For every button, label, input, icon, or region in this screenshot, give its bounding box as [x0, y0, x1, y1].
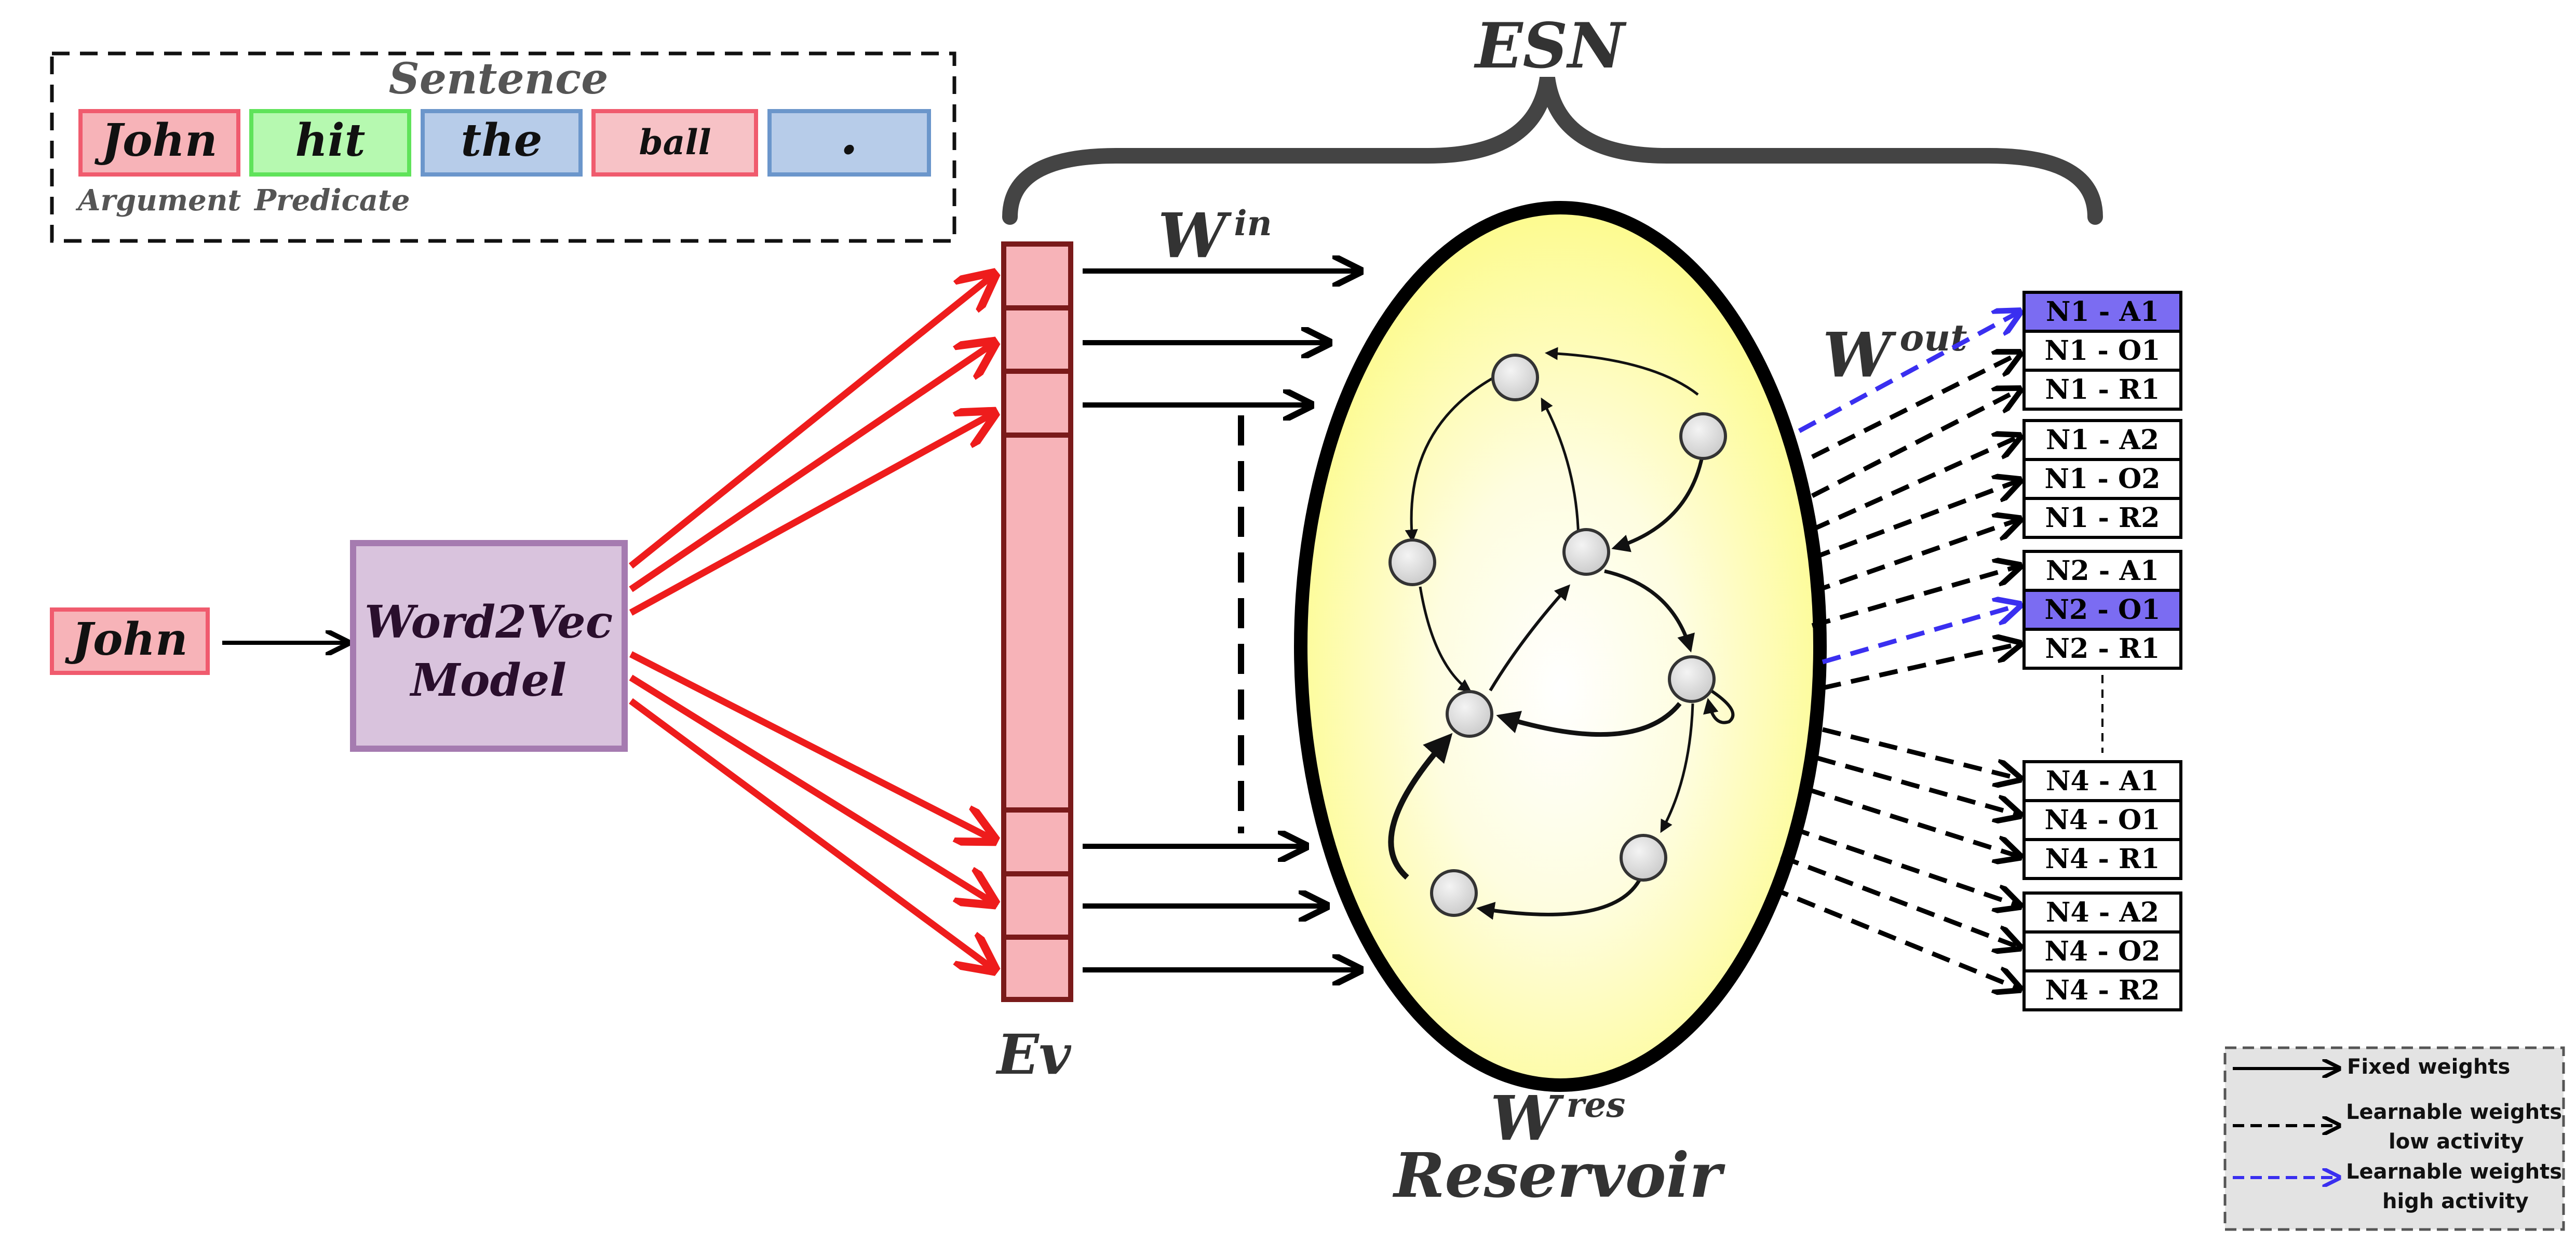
output-arrow-low [1816, 755, 2020, 815]
output-unit-label: N1 - A2 [2046, 424, 2159, 456]
word-box-john [78, 109, 240, 177]
embedding-vector [1001, 241, 1073, 1002]
word-box-ball [591, 109, 758, 177]
word-the: the [461, 114, 543, 167]
legend: Fixed weights Learnable weights low acti… [2223, 1046, 2565, 1231]
output-unit-label: N2 - A1 [2046, 555, 2159, 587]
output-arrow-low [1811, 389, 2020, 498]
word-box-the [421, 109, 583, 177]
argument-label: Argument [75, 183, 241, 218]
word-john: John [94, 114, 217, 167]
word-period: . [840, 105, 858, 166]
output-arrow-high [1798, 312, 2020, 433]
input-weight-arrows [1083, 271, 1360, 970]
output-unit [2022, 760, 2182, 802]
output-arrow-low [1770, 885, 2020, 989]
output-arrows [1770, 312, 2020, 989]
reservoir-neurons [1388, 354, 1727, 917]
legend-high-label-2: high activity [2382, 1190, 2529, 1213]
output-groups: N1 - A1 N1 - O1 N1 - R1 N1 - A2 N1 - O2 … [2022, 291, 2182, 1011]
output-unit-label: N2 - O1 [2045, 594, 2161, 626]
neuron-node [1388, 538, 1436, 586]
output-arrow-low [1822, 644, 2020, 691]
sentence-title: Sentence [389, 54, 609, 104]
output-unit-label: N1 - R1 [2045, 374, 2160, 406]
model-label-line1: Word2Vec [365, 596, 613, 648]
ev-label: Ev [995, 1022, 1072, 1087]
sentence-panel: Sentence John hit the ball . Argument Pr… [50, 51, 956, 243]
legend-fixed-label: Fixed weights [2347, 1055, 2510, 1079]
output-unit [2022, 969, 2182, 1011]
predicate-label: Predicate [253, 183, 410, 218]
output-unit-label: N1 - O1 [2045, 335, 2161, 367]
model-label-line2: Model [409, 654, 567, 707]
output-arrow-low [1811, 480, 2020, 561]
neuron-node [1491, 354, 1539, 401]
legend-low-label-2: low activity [2389, 1130, 2524, 1154]
output-unit-label: N1 - O2 [2045, 463, 2161, 495]
output-arrow-low [1780, 854, 2020, 948]
neuron-node [1668, 655, 1716, 703]
output-unit-label: N4 - A2 [2046, 897, 2159, 928]
output-unit [2022, 838, 2182, 880]
esn-brace [1002, 76, 2103, 225]
output-arrow-low [1790, 826, 2020, 906]
output-unit-label: N4 - A1 [2046, 765, 2159, 797]
neuron-node [1430, 869, 1478, 917]
word-box-period [767, 109, 931, 177]
word2vec-model: Word2Vec Model [350, 540, 628, 752]
legend-low-label-1: Learnable weights [2346, 1100, 2562, 1124]
reservoir-connections [1388, 347, 1735, 920]
output-arrow-low [1811, 566, 2020, 628]
output-unit-label: N1 - A1 [2046, 296, 2159, 328]
output-unit-label: N1 - R2 [2045, 502, 2160, 534]
output-arrow-low [1811, 436, 2020, 532]
reservoir [1294, 201, 1827, 1092]
output-unit-label: N4 - R1 [2045, 843, 2160, 875]
output-arrow-low [1811, 519, 2020, 594]
output-unit [2022, 930, 2182, 972]
output-arrow-high [1822, 605, 2020, 665]
neuron-node [1446, 690, 1493, 738]
reservoir-label: Reservoir [1392, 1139, 1725, 1211]
neuron-node [1620, 834, 1667, 882]
output-arrow-low [1806, 787, 2020, 857]
output-arrow-low [1822, 727, 2020, 779]
word-ball: ball [639, 122, 711, 163]
output-unit-label: N2 - R1 [2045, 633, 2160, 665]
legend-high-label-1: Learnable weights [2346, 1160, 2562, 1184]
input-word: John [50, 607, 210, 675]
neuron-node [1562, 528, 1610, 576]
output-unit [2022, 369, 2182, 411]
output-unit [2022, 628, 2182, 670]
output-unit [2022, 497, 2182, 539]
output-unit-label: N4 - O2 [2045, 936, 2161, 967]
embedding-arrows [628, 274, 994, 970]
word-hit: hit [295, 114, 366, 167]
neuron-node [1679, 412, 1727, 460]
output-unit-label: N4 - O1 [2045, 804, 2161, 836]
word-box-hit [249, 109, 411, 177]
input-word-label: John [64, 613, 187, 666]
esn-label: ESN [1474, 9, 1627, 83]
output-unit-label: N4 - R2 [2045, 975, 2160, 1006]
output-arrow-low [1811, 353, 2020, 459]
